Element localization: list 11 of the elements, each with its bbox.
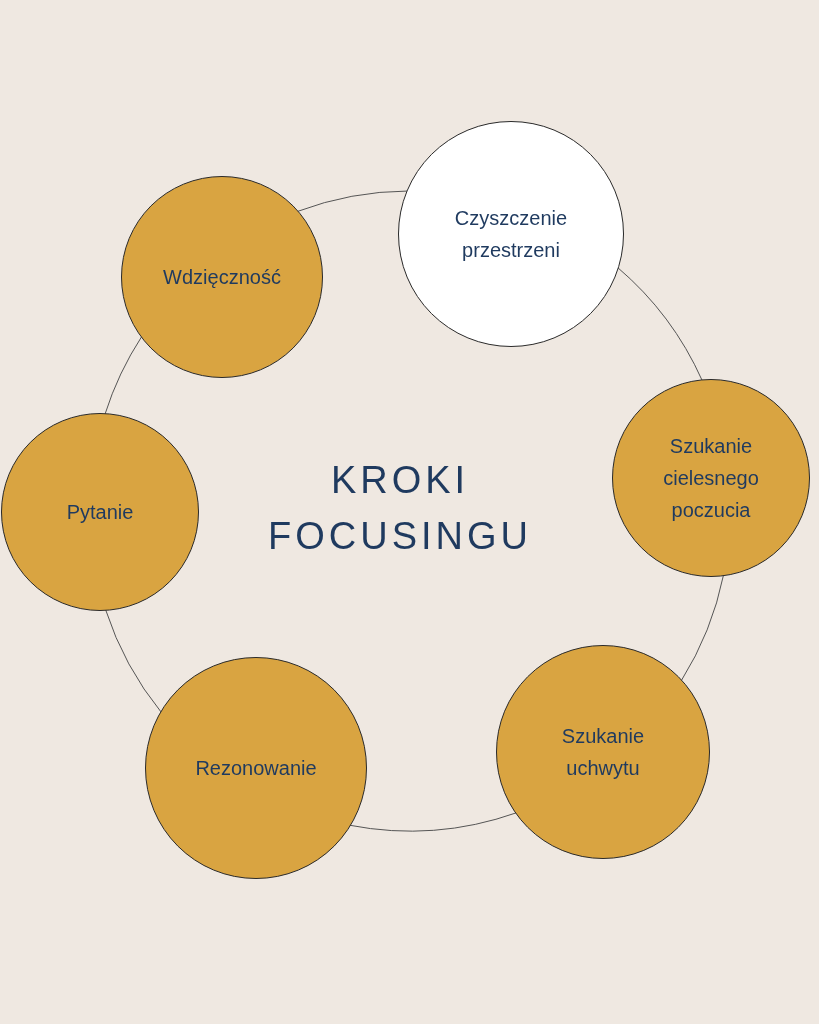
connector-arc — [104, 335, 143, 415]
connector-arc — [296, 190, 409, 212]
step-label: Szukanie cielesnego poczucia — [662, 434, 760, 523]
step-label: Pytanie — [66, 500, 134, 525]
connector-arc — [348, 812, 517, 832]
step-label: Wdzięczność — [163, 265, 281, 290]
step-label: Szukanie uchwytu — [560, 724, 646, 781]
connector-arc — [105, 609, 163, 714]
step-label: Czyszczenie przestrzeni — [453, 206, 569, 263]
diagram-title: KROKI FOCUSINGU — [267, 458, 533, 559]
step-label: Rezonowanie — [195, 756, 317, 781]
